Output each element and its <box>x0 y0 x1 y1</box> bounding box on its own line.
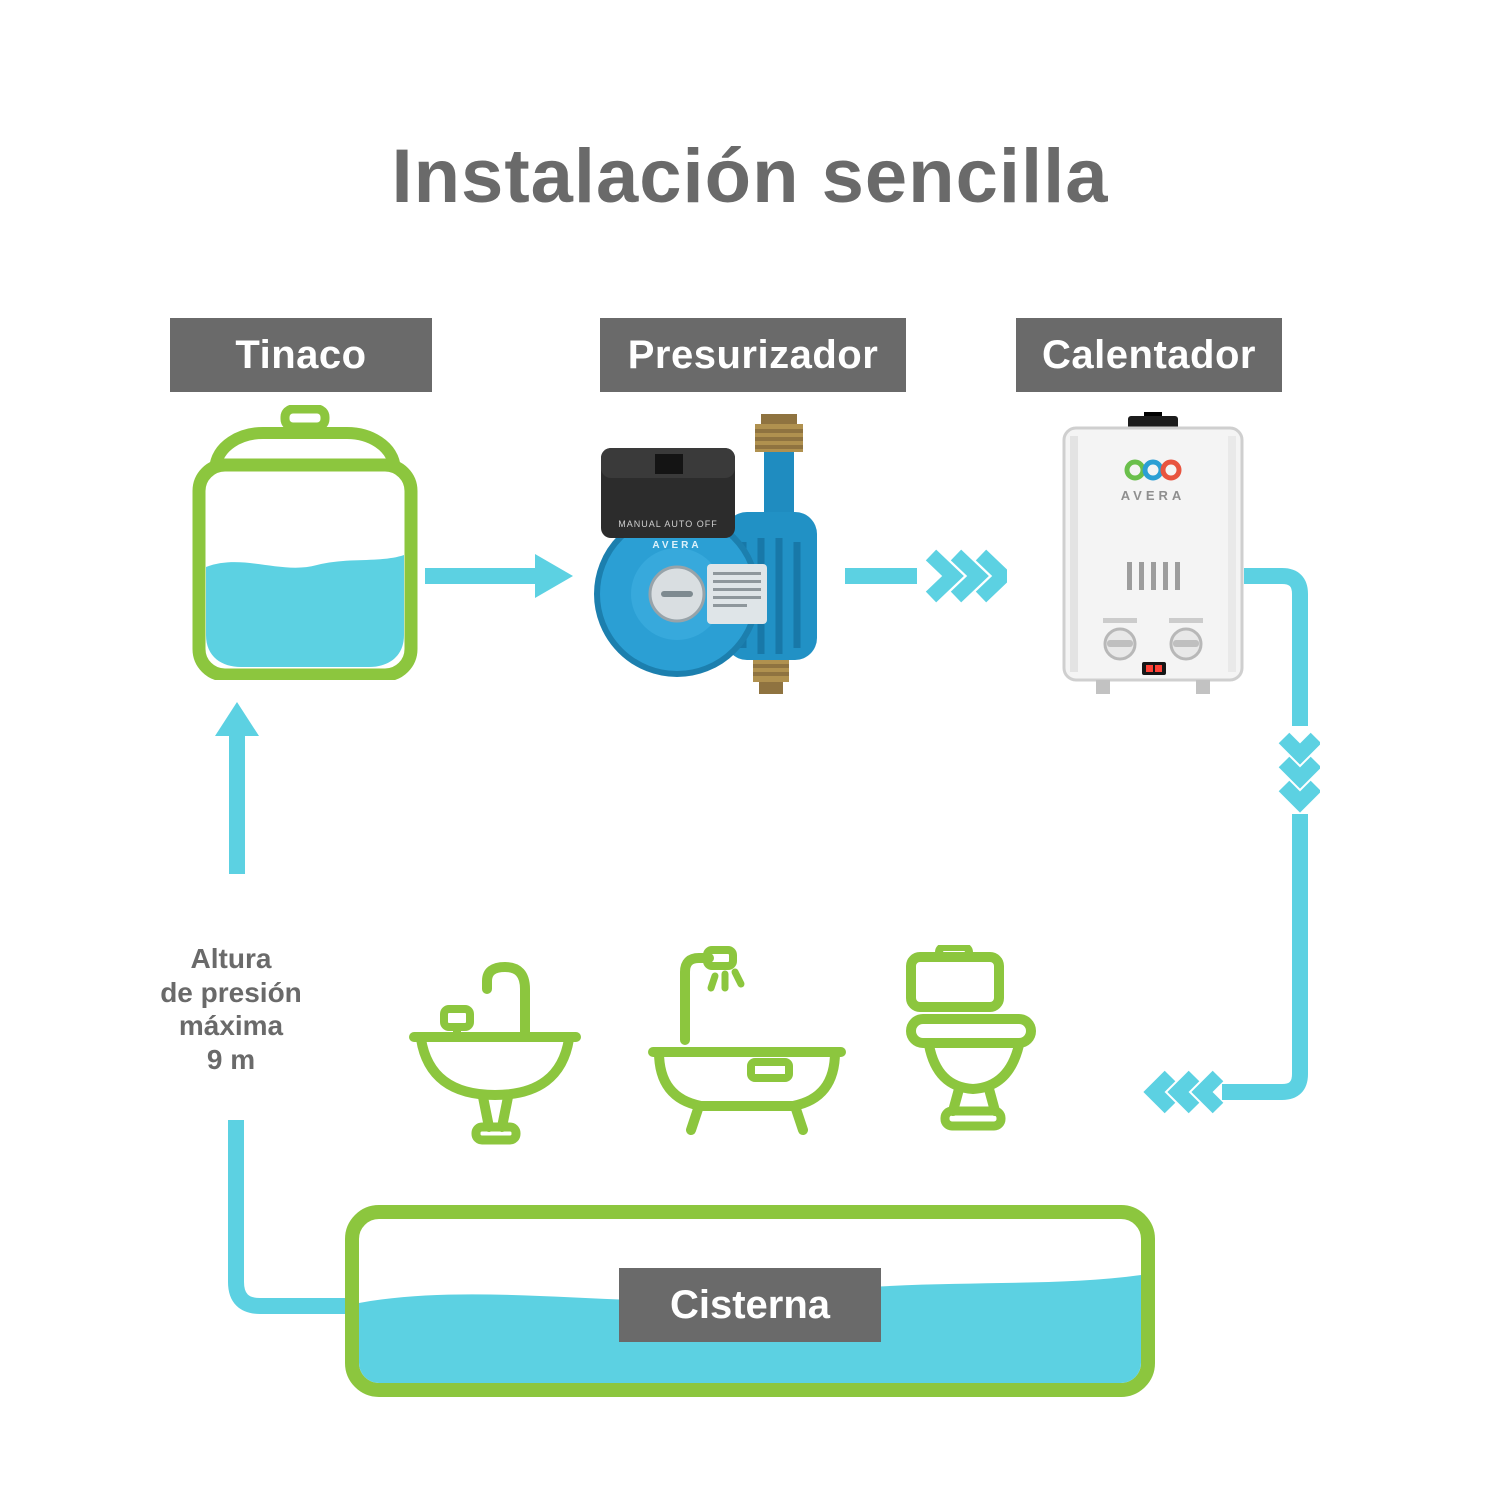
pump-switch-label: MANUAL AUTO OFF <box>618 519 718 529</box>
heater-brand: AVERA <box>1121 488 1186 503</box>
water-heater-image: AVERA <box>1062 412 1244 694</box>
cisterna-label: Cisterna <box>619 1268 881 1342</box>
heater-pipe-right <box>1196 680 1210 694</box>
pressure-note-line: Altura <box>190 943 272 974</box>
arrow-tank-to-pump <box>425 554 573 598</box>
heater-display <box>1142 662 1166 675</box>
pump-top-fitting <box>755 414 803 452</box>
tank-cap <box>280 405 330 432</box>
pipe-cistern-to-tank <box>228 1120 355 1314</box>
sink-icon <box>409 962 581 1145</box>
pressure-note-line: de presión <box>160 976 302 1008</box>
arrow-up-to-tank <box>215 702 259 874</box>
presurizador-label: Presurizador <box>600 318 906 392</box>
bathtub-icon <box>648 946 846 1135</box>
pressure-note: Altura de presión máxima 9 m <box>128 942 334 1076</box>
toilet-icon <box>906 945 1036 1131</box>
chevron-arrows-pump-to-heater <box>845 549 1007 603</box>
calentador-label: Calentador <box>1016 318 1282 392</box>
pressure-note-line: máxima <box>178 1010 284 1042</box>
water-tank-icon <box>192 405 418 680</box>
tank-water <box>206 555 404 667</box>
pump-pipe <box>764 452 794 522</box>
pump-brand: AVERA <box>652 540 701 551</box>
pressure-note-line: 9 m <box>206 1043 256 1075</box>
heater-vents <box>1127 562 1180 590</box>
diagram-title: Instalación sencilla <box>391 134 1109 219</box>
heater-knob-right <box>1169 627 1203 661</box>
pressurizer-pump-image: AVERA MANUAL AUTO OFF <box>594 414 817 694</box>
tinaco-label: Tinaco <box>170 318 432 392</box>
avera-logo-icon <box>1124 459 1182 481</box>
pump-spec-label <box>707 564 767 624</box>
heater-knob-left <box>1103 627 1137 661</box>
pump-control-box: MANUAL AUTO OFF <box>601 448 735 538</box>
cistern-tank: Cisterna <box>345 1205 1155 1397</box>
heater-pipe-left <box>1096 680 1110 694</box>
pump-bottom-fitting <box>753 660 789 694</box>
tank-body <box>192 458 418 680</box>
pipe-path-heater-to-fixtures <box>1143 568 1320 1114</box>
heater-body <box>1062 426 1244 682</box>
